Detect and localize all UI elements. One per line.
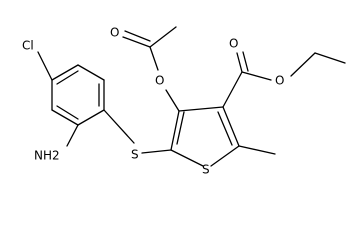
aromatic-inner-bond <box>56 70 79 85</box>
carbonyl-double-bond <box>236 52 243 73</box>
c-cl-bond <box>37 51 53 81</box>
acetyl-methyl-bond <box>149 26 177 48</box>
ring-double-bond <box>176 111 185 145</box>
structure-canvas: Cl NH2 S S O O O O <box>22 26 346 177</box>
ester-o-bond <box>241 71 272 81</box>
ester-carbonyl-oxygen-label: O <box>229 37 238 51</box>
aromatic-inner-bond <box>56 105 79 120</box>
c-n-bond <box>66 124 79 147</box>
carbonyl-double-bond <box>242 51 249 72</box>
acetoxy-oxygen-label: O <box>155 74 164 88</box>
acetyl-carbonyl-oxygen-label: O <box>110 26 119 40</box>
methyl-bond <box>238 145 276 155</box>
chemical-structure: Cl NH2 S S O O O O <box>22 26 346 177</box>
ring-bond <box>178 106 224 112</box>
chlorine-atom-label: Cl <box>22 39 34 53</box>
c-c-bond <box>222 71 243 108</box>
bond <box>77 109 105 126</box>
carbonyl-double-bond <box>122 36 151 48</box>
ring-bond <box>170 149 204 167</box>
bond <box>51 64 79 81</box>
carbonyl-double-bond <box>124 30 151 42</box>
o-c-bond <box>149 46 159 71</box>
ring-bond <box>222 106 240 147</box>
s-c-bond <box>141 149 172 154</box>
o-ethyl-bond <box>290 52 316 77</box>
thiophene-ring <box>141 106 240 167</box>
thioether-sulfur-label: S <box>131 148 139 162</box>
bond <box>51 109 79 126</box>
bond <box>77 64 105 81</box>
ring-sulfur-label: S <box>202 163 210 177</box>
c-o-bond <box>165 89 180 112</box>
ring-bond <box>210 145 240 167</box>
ethyl-bond <box>314 52 346 64</box>
benzene-ring <box>51 64 105 126</box>
c-s-bond <box>103 109 135 144</box>
ring-bond <box>170 110 180 151</box>
amino-atom-label: NH2 <box>34 149 60 163</box>
ester-oxygen-label: O <box>275 74 284 88</box>
ring-double-bond <box>217 111 233 146</box>
